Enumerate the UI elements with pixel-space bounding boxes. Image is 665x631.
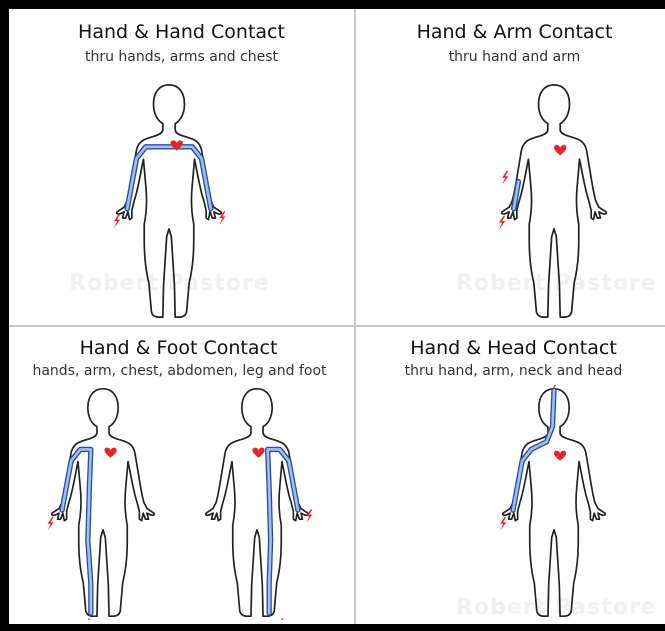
lightning-bolt-icon (502, 171, 508, 185)
current-path (268, 449, 298, 613)
human-figure-right (177, 385, 337, 620)
panel-title: Hand & Hand Contact (9, 21, 354, 43)
current-path (62, 449, 91, 613)
panel-hand-foot-contact: Hand & Foot Contact hands, arm, chest, a… (9, 327, 356, 624)
human-figure (474, 81, 634, 321)
panel-subtitle: thru hand, arm, neck and head (362, 363, 665, 379)
lightning-bolt-icon (499, 216, 505, 230)
panel-hand-arm-contact: Hand & Arm Contact thru hand and arm Rob… (356, 9, 665, 327)
current-path (513, 390, 554, 510)
panel-subtitle: hands, arm, chest, abdomen, leg and foot (9, 363, 354, 379)
lightning-bolt-icon (500, 517, 506, 531)
panel-subtitle: thru hand and arm (364, 49, 665, 65)
lightning-bolt-icon (114, 214, 120, 228)
panel-hand-head-contact: Hand & Head Contact thru hand, arm, neck… (356, 327, 665, 624)
heart-icon (554, 451, 566, 461)
panel-hand-hand-contact: Hand & Hand Contact thru hands, arms and… (9, 9, 356, 327)
heart-icon (252, 448, 264, 458)
panel-title: Hand & Head Contact (362, 337, 665, 359)
panel-subtitle: thru hands, arms and chest (9, 49, 354, 65)
lightning-bolt-icon (306, 509, 312, 523)
panel-title: Hand & Arm Contact (364, 21, 665, 43)
human-figure-left (23, 385, 183, 620)
heart-icon (554, 145, 566, 155)
panel-title: Hand & Foot Contact (9, 337, 354, 359)
human-figure (89, 81, 249, 321)
human-figure (474, 385, 634, 620)
lightning-bolt-icon (48, 517, 54, 531)
lightning-bolt-icon (277, 618, 283, 620)
heart-icon (105, 448, 117, 458)
lightning-bolt-icon (84, 618, 90, 620)
